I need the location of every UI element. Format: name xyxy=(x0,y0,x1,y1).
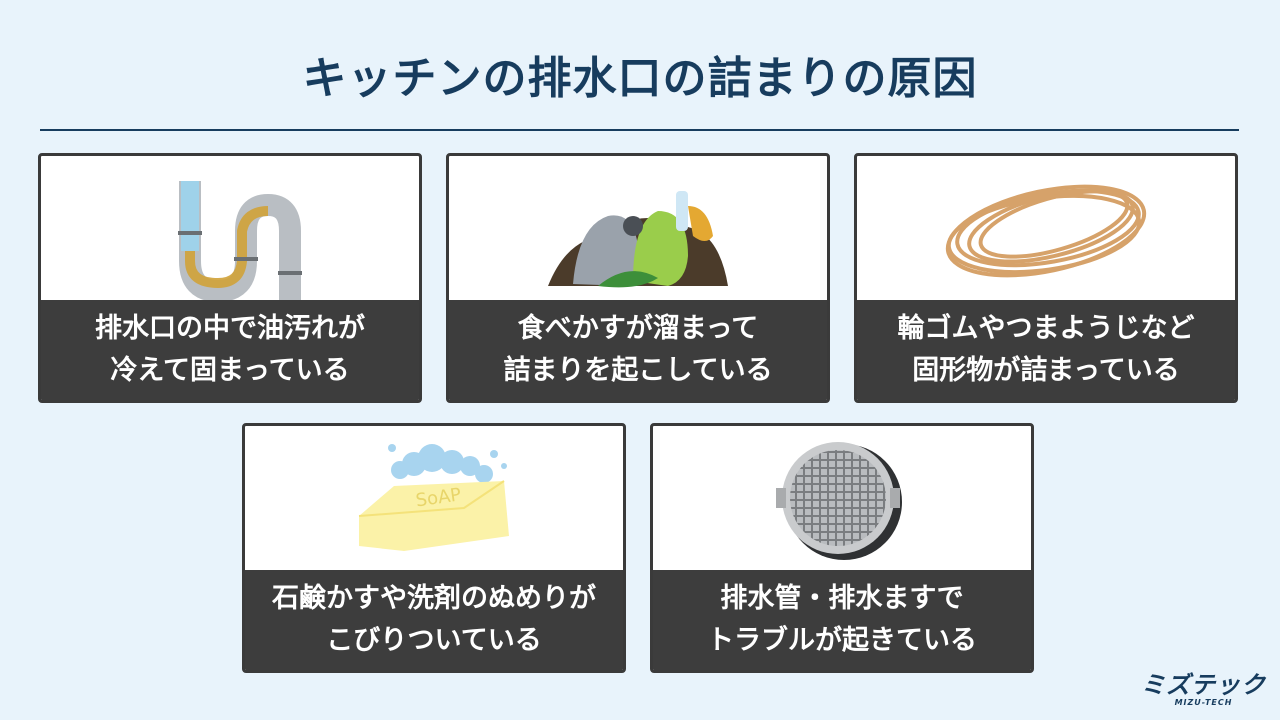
cause-card-soap-scum: SoAP 石鹸かすや洗剤のぬめりが こびりついている xyxy=(242,423,626,673)
caption-line: 排水管・排水ますで xyxy=(720,583,964,615)
caption-line: 詰まりを起こしている xyxy=(503,355,773,386)
caption-line: トラブルが起きている xyxy=(707,625,977,656)
cause-caption: 食べかすが溜まって 詰まりを起こしている xyxy=(449,300,827,400)
soap-icon: SoAP xyxy=(245,426,623,576)
cause-caption: 排水口の中で油汚れが 冷えて固まっている xyxy=(41,300,419,400)
logo-subtext: MIZU-TECH xyxy=(1174,698,1233,707)
caption-line: 固形物が詰まっている xyxy=(912,355,1180,386)
caption-line: 石鹸かすや洗剤のぬめりが xyxy=(272,583,596,615)
caption-line: こびりついている xyxy=(326,625,542,656)
page-title: キッチンの排水口の詰まりの原因 xyxy=(302,53,978,104)
cause-caption: 排水管・排水ますで トラブルが起きている xyxy=(653,570,1031,670)
cause-card-grease: 排水口の中で油汚れが 冷えて固まっている xyxy=(38,153,422,403)
caption-line: 排水口の中で油汚れが xyxy=(95,313,365,345)
title-divider xyxy=(40,129,1239,131)
rubber-band-icon xyxy=(857,156,1235,306)
caption-line: 食べかすが溜まって xyxy=(517,313,759,345)
drain-basket-icon xyxy=(653,426,1031,576)
cause-card-solid-objects: 輪ゴムやつまようじなど 固形物が詰まっている xyxy=(854,153,1238,403)
logo-text: ミズテック xyxy=(1141,671,1266,699)
garbage-icon xyxy=(449,156,827,306)
cause-caption: 石鹸かすや洗剤のぬめりが こびりついている xyxy=(245,570,623,670)
caption-line: 輪ゴムやつまようじなど xyxy=(897,313,1195,345)
cause-card-drain-pipe: 排水管・排水ますで トラブルが起きている xyxy=(650,423,1034,673)
pipe-icon xyxy=(41,156,419,306)
caption-line: 冷えて固まっている xyxy=(110,355,350,386)
brand-logo: ミズテック MIZU-TECH xyxy=(1141,672,1266,707)
cause-caption: 輪ゴムやつまようじなど 固形物が詰まっている xyxy=(857,300,1235,400)
cause-card-food-waste: 食べかすが溜まって 詰まりを起こしている xyxy=(446,153,830,403)
